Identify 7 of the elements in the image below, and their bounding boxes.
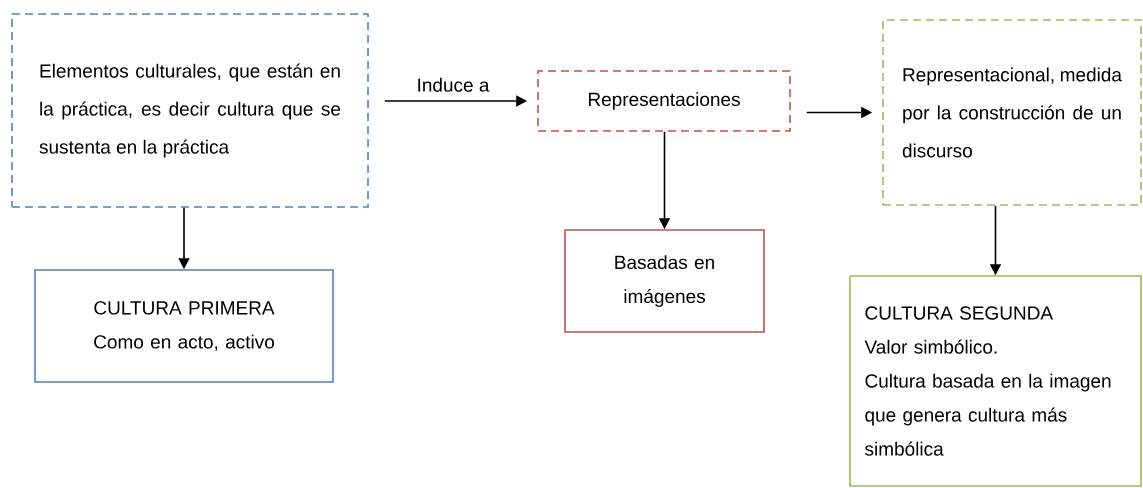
dashed-box: Elementos culturales, que están en la práctica, es decir cultura que se sustenta en la práctica (11, 13, 369, 208)
edge-label: Induce a (418, 77, 490, 92)
dashed-box: Representacional, medida por la construcción de un discurso (882, 19, 1142, 206)
text-box: Basadas en imágenes (564, 229, 765, 333)
text-box: CULTURA SEGUNDA Valor simbólico. Cultura basada en la imagen que genera cultura más simbólica (849, 275, 1142, 487)
text-box: CULTURA PRIMERA Como en acto, activo (34, 269, 334, 383)
dashed-box: Representaciones (537, 70, 791, 132)
